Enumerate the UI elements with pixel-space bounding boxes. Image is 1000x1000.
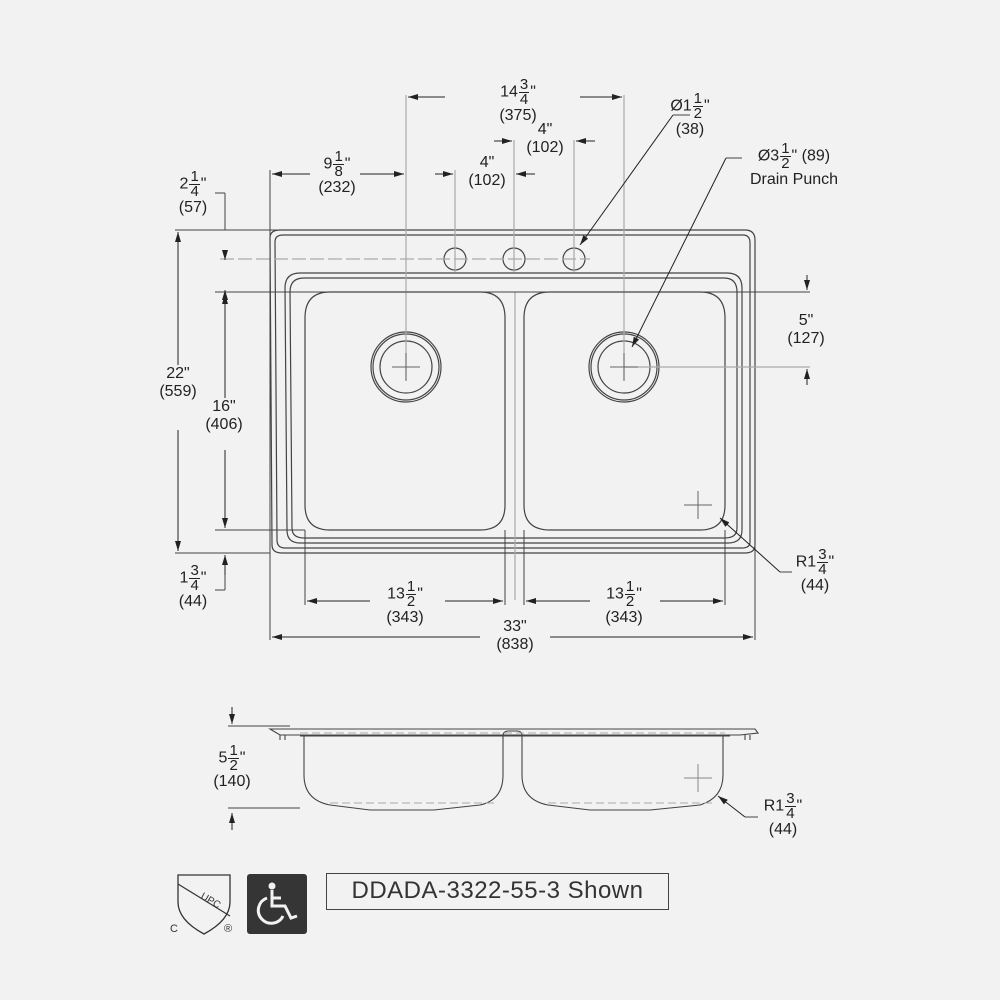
dim-16: 16"(406) [196, 398, 252, 434]
model-label: DDADA-3322-55-3 Shown [326, 873, 669, 910]
dim-5: 5"(127) [787, 312, 825, 347]
svg-text:C: C [170, 923, 178, 935]
dim-22: 22"(559) [150, 365, 206, 401]
cupc-certification-icon: UPC C ® [168, 872, 240, 938]
overall-width: 33"(838) [485, 618, 545, 654]
dim-4-b: 4"(102) [526, 121, 564, 156]
svg-text:UPC: UPC [199, 891, 223, 911]
svg-text:®: ® [224, 923, 232, 935]
dim-4-a: 4"(102) [468, 154, 506, 189]
ada-wheelchair-icon [247, 874, 307, 934]
